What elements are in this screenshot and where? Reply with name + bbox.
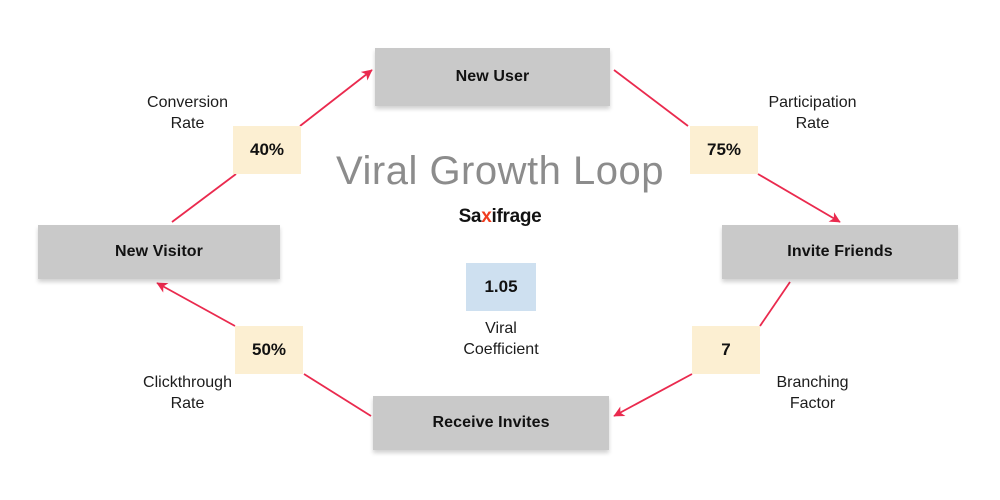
stage-box-new-user[interactable]: New User: [375, 48, 610, 106]
stage-box-receive-invites[interactable]: Receive Invites: [373, 396, 609, 450]
arrow-receive-invites-to-badge-clickthrough: [303, 373, 372, 417]
arrow-badge-conversion-to-new-user: [299, 69, 373, 127]
metric-caption-branching-factor: Branching Factor: [776, 374, 849, 412]
stage-label-new-user: New User: [455, 68, 530, 85]
arrow-invite-friends-to-badge-branching: [759, 281, 791, 327]
arrow-badge-branching-to-receive-invites: [613, 373, 693, 417]
arrow-badge-participation-to-invite-friends: [757, 173, 841, 223]
stage-label-new-visitor: New Visitor: [115, 243, 203, 260]
title-block: Viral Growth Loop Saxifrage: [250, 150, 750, 228]
arrow-badge-clickthrough-to-new-visitor: [156, 282, 236, 327]
metric-badge-clickthrough-rate[interactable]: 50%: [235, 326, 303, 374]
page-title: Viral Growth Loop: [336, 149, 664, 193]
arrow-new-visitor-to-badge-conversion: [171, 173, 237, 223]
metric-caption-participation-rate: Participation Rate: [768, 94, 857, 132]
stage-box-invite-friends[interactable]: Invite Friends: [722, 225, 958, 279]
metric-caption-viral-coefficient: Viral Coefficient: [463, 320, 539, 358]
stage-label-receive-invites: Receive Invites: [432, 414, 550, 431]
metric-badge-conversion-rate[interactable]: 40%: [233, 126, 301, 174]
metric-caption-clickthrough-rate: Clickthrough Rate: [143, 374, 232, 412]
saxifrage-logo: Saxifrage: [250, 206, 750, 228]
stage-label-invite-friends: Invite Friends: [787, 243, 893, 260]
brand-accent-letter: x: [481, 206, 492, 227]
metric-badge-branching-factor[interactable]: 7: [692, 326, 760, 374]
metric-badge-participation-rate[interactable]: 75%: [690, 126, 758, 174]
brand-prefix: Sa: [458, 206, 482, 227]
brand-suffix: ifrage: [491, 206, 542, 227]
stage-box-new-visitor[interactable]: New Visitor: [38, 225, 280, 279]
metric-badge-viral-coefficient[interactable]: 1.05: [466, 263, 536, 311]
metric-caption-conversion-rate: Conversion Rate: [147, 94, 228, 132]
arrow-new-user-to-badge-participation: [613, 69, 689, 127]
